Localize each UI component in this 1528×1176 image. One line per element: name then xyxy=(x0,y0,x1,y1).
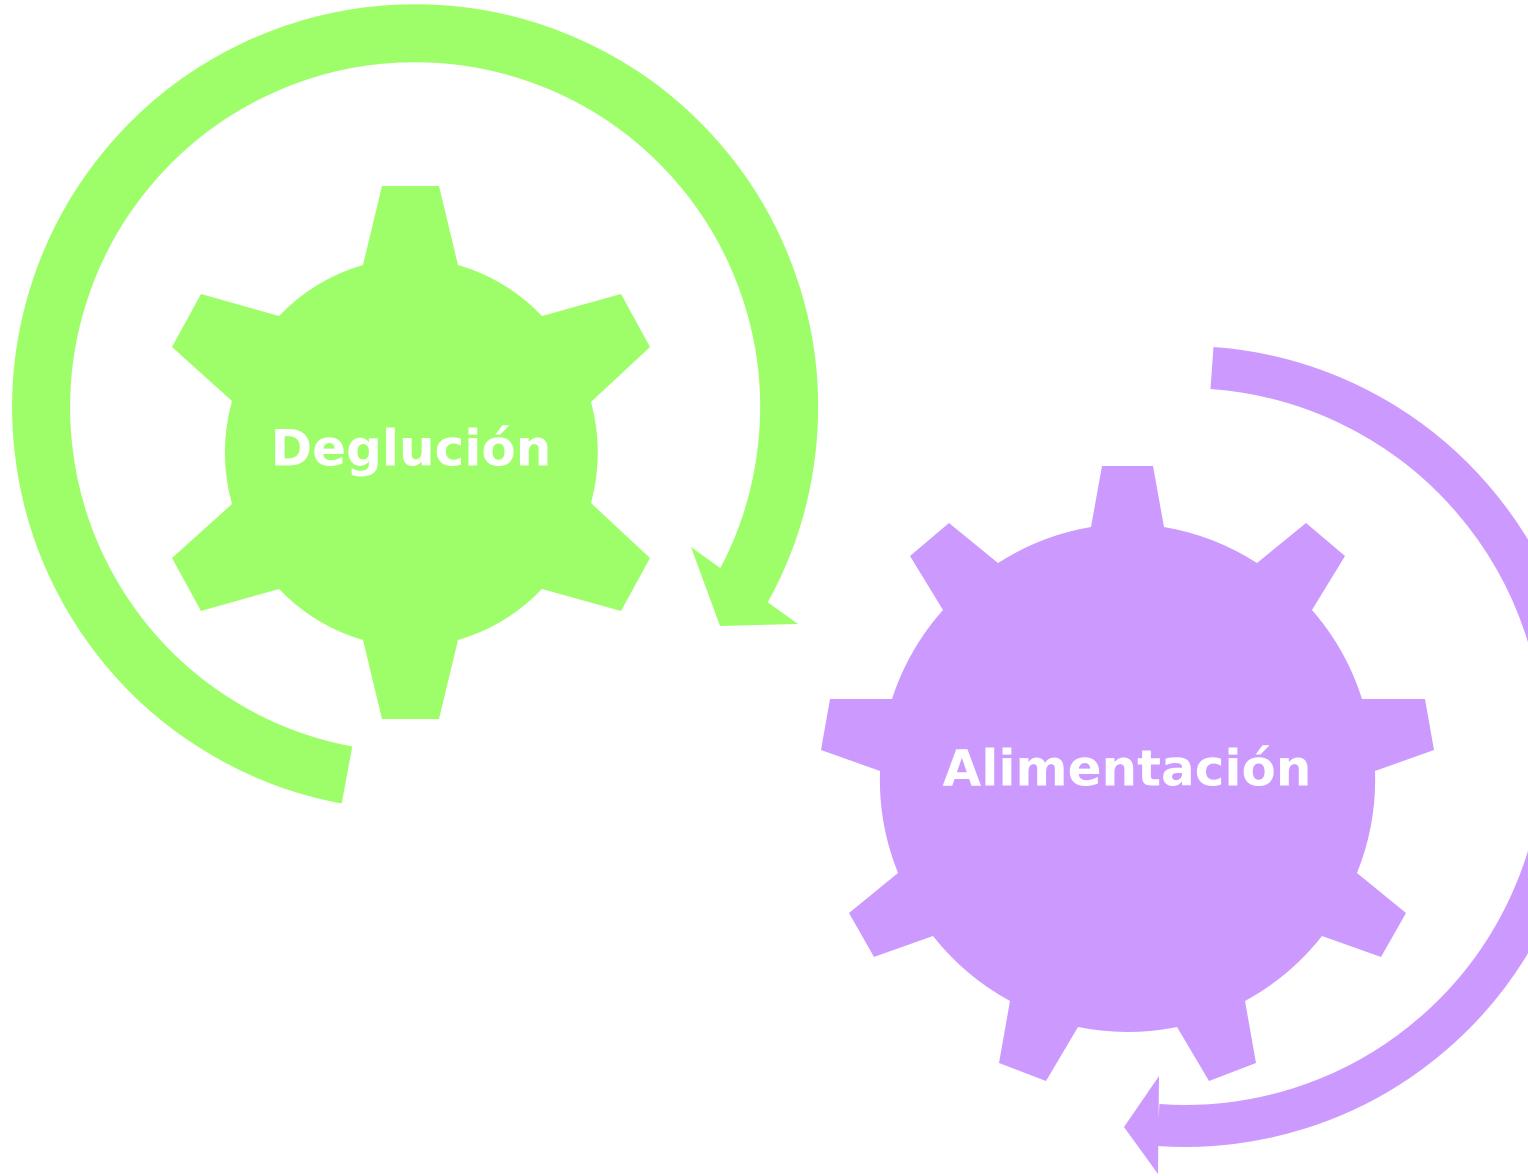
deglucion-label: Deglución xyxy=(271,420,552,478)
deglucion-arrow-arc xyxy=(12,4,819,804)
deglucion-gear: Deglución xyxy=(172,186,650,719)
alimentacion-gear: Alimentación xyxy=(821,466,1434,1081)
deglucion-cycle-arrow xyxy=(12,4,819,804)
alimentacion-arrow-head xyxy=(1124,1076,1159,1174)
alimentacion-cycle-arrow xyxy=(1124,347,1528,1174)
alimentacion-arrow-arc xyxy=(1156,347,1528,1147)
alimentacion-label: Alimentación xyxy=(943,740,1312,798)
deglucion-gear-icon xyxy=(172,186,650,719)
deglucion-arrow-head xyxy=(691,547,798,626)
alimentacion-gear-icon xyxy=(821,466,1434,1081)
